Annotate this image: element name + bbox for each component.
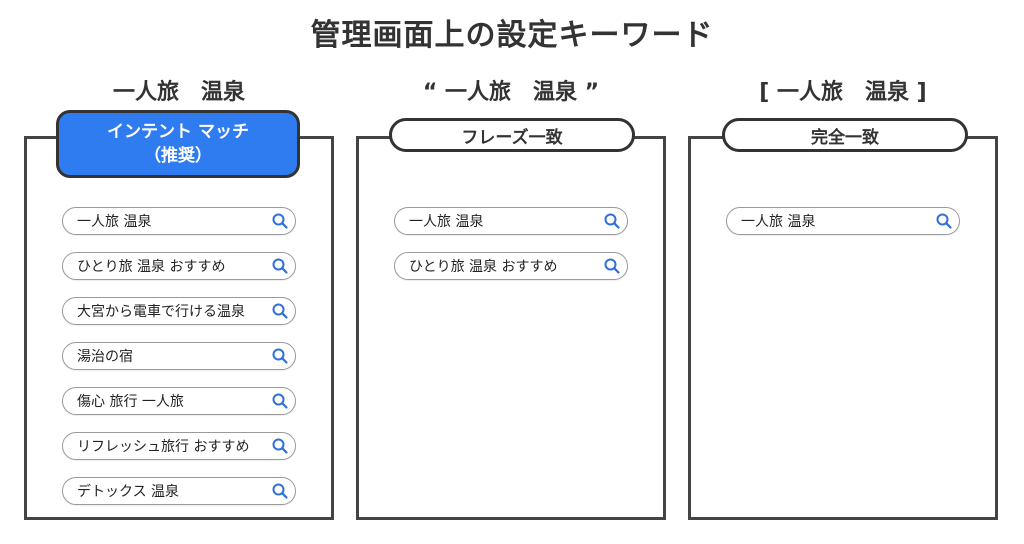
match-type-label: インテント マッチ (107, 122, 249, 142)
panel-exact-match (688, 136, 998, 520)
search-icon[interactable] (271, 212, 289, 230)
keyword-search-bar[interactable]: 大宮から電車で行ける温泉 (62, 297, 296, 325)
keyword-text: 一人旅 温泉 (77, 214, 152, 230)
keyword-search-bar[interactable]: デトックス 温泉 (62, 477, 296, 505)
search-icon[interactable] (271, 257, 289, 275)
keyword-search-bar[interactable]: ひとり旅 温泉 おすすめ (62, 252, 296, 280)
search-icon[interactable] (603, 212, 621, 230)
search-icon[interactable] (271, 347, 289, 365)
search-icon[interactable] (271, 482, 289, 500)
match-type-note: （推奨） (144, 146, 212, 166)
keyword-search-bar[interactable]: ひとり旅 温泉 おすすめ (394, 252, 628, 280)
search-icon[interactable] (935, 212, 953, 230)
column-heading-phrase: “ 一人旅 温泉 ” (422, 80, 600, 105)
keyword-text: 傷心 旅行 一人旅 (77, 394, 184, 410)
search-icon[interactable] (271, 437, 289, 455)
match-type-intent: インテント マッチ （推奨） (56, 110, 300, 178)
keyword-search-bar[interactable]: 一人旅 温泉 (394, 207, 628, 235)
keyword-search-bar[interactable]: 傷心 旅行 一人旅 (62, 387, 296, 415)
match-type-exact: 完全一致 (722, 118, 968, 152)
page-title: 管理画面上の設定キーワード (310, 18, 714, 53)
keyword-text: デトックス 温泉 (77, 484, 180, 500)
keyword-search-bar[interactable]: 湯治の宿 (62, 342, 296, 370)
match-type-label: 完全一致 (811, 127, 879, 148)
keyword-text: ひとり旅 温泉 おすすめ (77, 259, 226, 275)
panel-phrase-match (356, 136, 666, 520)
keyword-text: ひとり旅 温泉 おすすめ (409, 259, 558, 275)
panel-intent-match (24, 136, 334, 520)
keyword-text: 一人旅 温泉 (741, 214, 816, 230)
match-type-phrase: フレーズ一致 (389, 118, 635, 152)
keyword-text: リフレッシュ旅行 おすすめ (77, 439, 250, 455)
match-type-label: フレーズ一致 (461, 127, 563, 148)
keyword-search-bar[interactable]: リフレッシュ旅行 おすすめ (62, 432, 296, 460)
search-icon[interactable] (603, 257, 621, 275)
keyword-text: 大宮から電車で行ける温泉 (77, 304, 245, 320)
keyword-text: 湯治の宿 (77, 349, 133, 365)
column-heading-intent: 一人旅 温泉 (112, 80, 245, 105)
keyword-search-bar[interactable]: 一人旅 温泉 (726, 207, 960, 235)
column-heading-exact: [ 一人旅 温泉 ] (759, 80, 927, 105)
search-icon[interactable] (271, 302, 289, 320)
keyword-text: 一人旅 温泉 (409, 214, 484, 230)
keyword-search-bar[interactable]: 一人旅 温泉 (62, 207, 296, 235)
search-icon[interactable] (271, 392, 289, 410)
